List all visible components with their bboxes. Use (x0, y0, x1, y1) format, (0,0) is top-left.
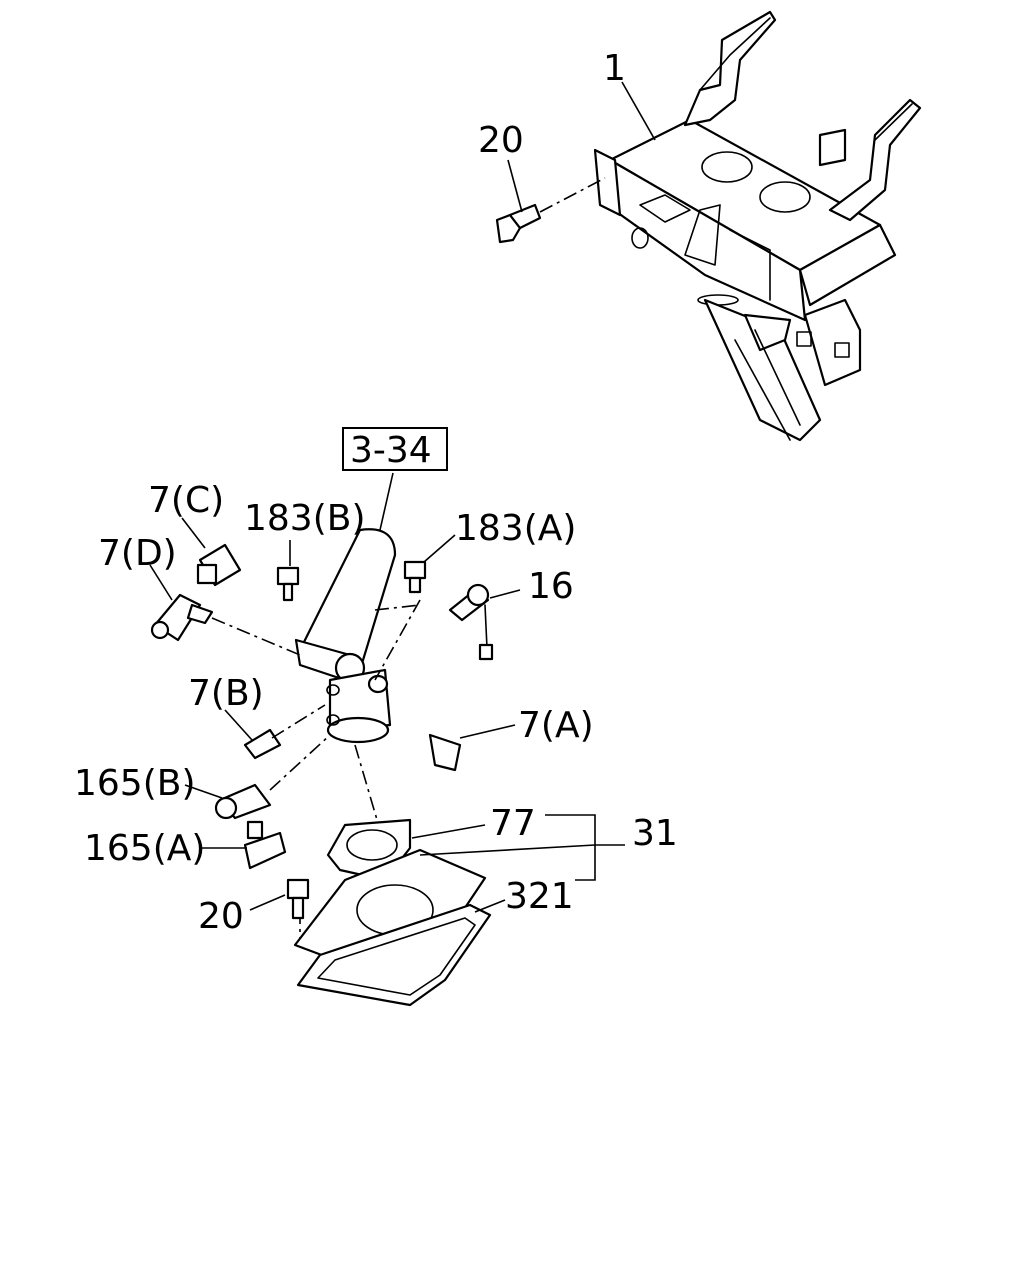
shift-lever-part-3-34 (294, 427, 448, 744)
bolt-20-top (495, 203, 542, 244)
bolt-20-bottom (286, 878, 310, 920)
label-183a: 183(A) (455, 508, 576, 549)
label-7d: 7(D) (98, 533, 177, 574)
fitting-7b (243, 728, 282, 760)
label-165b: 165(B) (74, 763, 196, 804)
label-7a: 7(A) (518, 705, 594, 746)
label-7b: 7(B) (188, 673, 264, 714)
reference-box-3-34 (342, 427, 448, 471)
label-165a: 165(A) (84, 828, 205, 869)
label-183b: 183(B) (244, 498, 366, 539)
part-16-cable-end (448, 583, 494, 661)
fitting-165b (214, 783, 272, 820)
label-77: 77 (490, 803, 536, 844)
label-1: 1 (603, 48, 626, 89)
label-7c: 7(C) (148, 480, 224, 521)
label-16: 16 (528, 566, 574, 607)
gasket-part-321 (296, 903, 492, 1007)
bolt-183a (403, 560, 427, 594)
fitting-7d (150, 593, 214, 642)
label-321: 321 (505, 876, 574, 917)
label-31: 31 (632, 813, 678, 854)
bolt-183b (276, 566, 300, 602)
label-20-bottom: 20 (198, 896, 244, 937)
fitting-7a (428, 733, 462, 772)
label-20-top: 20 (478, 120, 524, 161)
bracket-assembly-part-1 (593, 10, 922, 442)
label-3-34: 3-34 (350, 430, 432, 471)
fitting-7c (196, 543, 242, 587)
fitting-165a (243, 820, 287, 870)
